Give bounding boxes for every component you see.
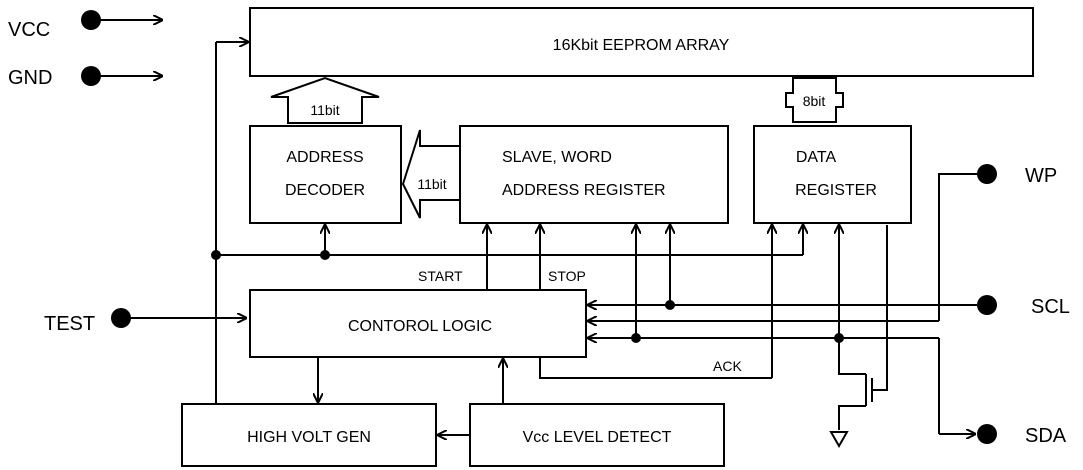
ground-symbol	[829, 431, 849, 449]
vcc-level-detect-label: Vcc LEVEL DETECT	[523, 429, 672, 446]
sda-pin: SDA	[588, 225, 1067, 447]
vcc-terminal	[81, 10, 101, 30]
data-register-line2: REGISTER	[795, 182, 877, 199]
bus-11bit-leftward: 11bit	[401, 129, 461, 219]
high-volt-gen-label: HIGH VOLT GEN	[247, 429, 371, 446]
test-pin: TEST	[44, 308, 246, 335]
address-decoder-line2: DECODER	[285, 182, 365, 199]
slave-word-address-register-block: SLAVE, WORD ADDRESS REGISTER	[459, 125, 729, 224]
gnd-terminal	[81, 66, 101, 86]
wp-label: WP	[1025, 165, 1057, 187]
high-voltage-line	[211, 42, 803, 404]
start-label: START	[418, 268, 463, 284]
bus-8bit-bidirectional: 8bit	[785, 77, 844, 123]
high-volt-gen-block: HIGH VOLT GEN	[181, 403, 437, 467]
stop-signal: STOP	[540, 225, 586, 290]
control-logic-label: CONTOROL LOGIC	[348, 318, 492, 335]
scl-pin: SCL	[588, 225, 1070, 318]
sda-label: SDA	[1025, 425, 1067, 447]
test-terminal	[111, 308, 131, 328]
sda-output-transistor	[829, 225, 888, 449]
bus-8bit-label: 8bit	[803, 93, 826, 109]
gnd-pin: GND	[8, 66, 162, 89]
control-logic-block: CONTOROL LOGIC	[249, 289, 587, 358]
vcc-pin: VCC	[8, 10, 162, 41]
gnd-label: GND	[8, 67, 52, 89]
stop-label: STOP	[548, 268, 586, 284]
ack-signal: ACK	[539, 225, 772, 379]
address-decoder-block: ADDRESS DECODER	[249, 125, 402, 224]
slave-word-line1: SLAVE, WORD	[502, 149, 612, 166]
wp-pin: WP	[588, 164, 1057, 321]
slave-word-line2: ADDRESS REGISTER	[502, 182, 666, 199]
sda-terminal	[977, 424, 997, 444]
eeprom-array-block: 16Kbit EEPROM ARRAY	[249, 7, 1034, 77]
start-signal: START	[418, 225, 487, 290]
test-label: TEST	[44, 313, 95, 335]
scl-label: SCL	[1031, 296, 1070, 318]
scl-terminal	[977, 295, 997, 315]
bus-11bit-leftward-label: 11bit	[417, 176, 446, 192]
address-decoder-line1: ADDRESS	[286, 149, 363, 166]
data-register-block: DATA REGISTER	[753, 125, 912, 224]
bus-11bit-upward-label: 11bit	[310, 102, 339, 118]
bus-11bit-upward: 11bit	[270, 76, 380, 124]
vcc-label: VCC	[8, 19, 50, 41]
data-register-line1: DATA	[796, 149, 837, 166]
eeprom-array-label: 16Kbit EEPROM ARRAY	[553, 37, 730, 54]
wp-terminal	[977, 164, 997, 184]
vcc-level-detect-block: Vcc LEVEL DETECT	[469, 403, 725, 467]
ack-label: ACK	[713, 358, 742, 374]
